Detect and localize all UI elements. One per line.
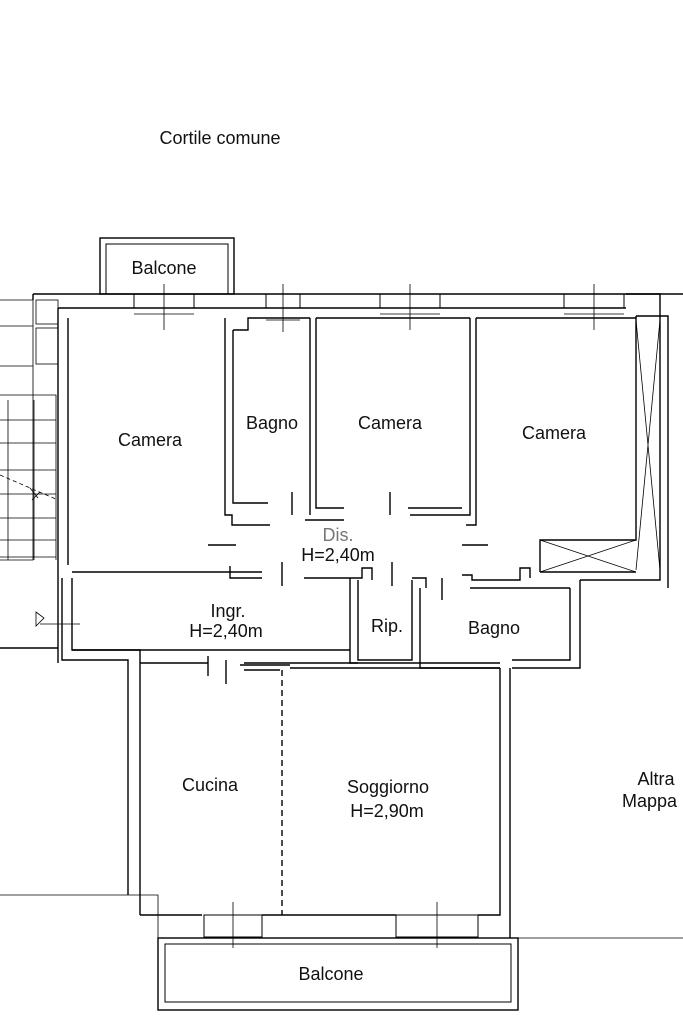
outer-walls — [32, 293, 683, 938]
room-dis-height: H=2,40m — [301, 545, 375, 565]
neighbour-lower-left — [0, 894, 683, 939]
room-ingr-label: Ingr. — [210, 601, 245, 621]
balcony-top-label: Balcone — [131, 258, 196, 278]
storage-cross — [539, 319, 661, 573]
room-bagno-bottom-label: Bagno — [468, 618, 520, 638]
room-camera-right-label: Camera — [522, 423, 587, 443]
room-camera-mid-label: Camera — [358, 413, 423, 433]
room-soggiorno-height: H=2,90m — [350, 801, 424, 821]
upper-partitions — [224, 316, 637, 573]
balcony-bottom-label: Balcone — [298, 964, 363, 984]
courtyard-label: Cortile comune — [159, 128, 280, 148]
room-rip-label: Rip. — [371, 616, 403, 636]
altra-mappa-label-1: Altra — [637, 769, 675, 789]
room-bagno-top-label: Bagno — [246, 413, 298, 433]
balcony-bottom — [157, 937, 519, 1011]
room-soggiorno-label: Soggiorno — [347, 777, 429, 797]
windows-bottom — [203, 902, 479, 948]
stairwell — [0, 299, 59, 649]
room-camera-left-label: Camera — [118, 430, 183, 450]
room-ingr-height: H=2,40m — [189, 621, 263, 641]
entrance-door-icon — [35, 611, 80, 636]
windows-top — [133, 284, 625, 332]
room-cucina-label: Cucina — [182, 775, 239, 795]
middle-partitions — [72, 544, 570, 684]
altra-mappa-label-2: Mappa — [622, 791, 678, 811]
room-dis-label: Dis. — [323, 525, 354, 545]
